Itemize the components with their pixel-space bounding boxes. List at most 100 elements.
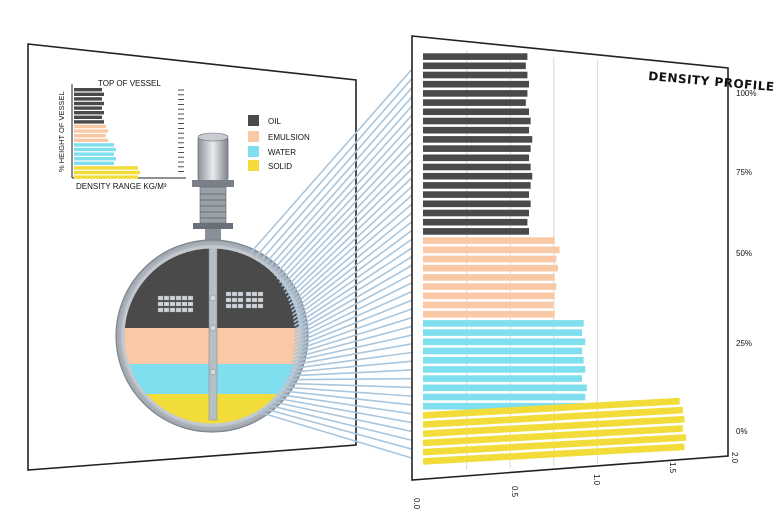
connector-line: [283, 148, 424, 291]
sensor-cell: [157, 307, 164, 313]
bar-emulsion-8: [423, 310, 555, 318]
bar-water-2: [423, 338, 586, 346]
instrument-housing: [199, 186, 227, 224]
connector-line: [270, 400, 424, 435]
sensor-cell: [237, 297, 244, 303]
connector-line: [284, 377, 424, 381]
mini-chart-ticks: [178, 89, 184, 173]
mini-bar-water: [74, 147, 116, 152]
mini-bar-solid: [74, 170, 140, 175]
sensor-cell: [225, 303, 232, 309]
bar-solid-5: [422, 443, 685, 465]
bar-water-8: [423, 393, 586, 401]
bar-oil-16: [423, 200, 531, 208]
bar-solid-1: [422, 406, 684, 428]
connector-line: [294, 249, 424, 331]
connector-line: [267, 92, 424, 269]
bar-oil-15: [423, 191, 530, 198]
bar-emulsion-7: [423, 301, 554, 309]
sensor-cell: [181, 301, 188, 307]
sensor-cell: [225, 297, 232, 303]
bar-oil-5: [423, 99, 526, 106]
sensor-cell: [237, 303, 244, 309]
sensor-cell: [257, 291, 264, 297]
connector-line: [289, 350, 424, 370]
sensor-cell: [257, 303, 264, 309]
sensor-cell: [169, 307, 176, 313]
mini-bar-oil: [74, 120, 104, 124]
connector-line: [283, 382, 424, 389]
sensor-grids: [157, 291, 264, 313]
connector-line: [294, 276, 424, 341]
mini-bar-oil: [74, 101, 104, 106]
connector-line: [266, 404, 424, 444]
bar-oil-14: [423, 182, 531, 189]
connector-line: [276, 120, 424, 280]
connector-line: [280, 386, 424, 398]
bar-water-6: [423, 375, 583, 382]
bar-solid-2: [422, 415, 685, 438]
connector-line: [287, 359, 424, 374]
sensor-cell: [163, 307, 170, 313]
mini-bar-water: [74, 143, 114, 147]
connector-line: [287, 175, 424, 302]
sensor-cell: [181, 295, 188, 301]
legend-swatch-emulsion: [248, 131, 259, 142]
bar-oil-19: [423, 228, 530, 235]
legend-label-emulsion: EMULSION: [268, 133, 310, 142]
mini-bar-oil: [74, 92, 104, 96]
left-panel: TOP OF VESSEL % HEIGHT OF VESSEL DENSITY…: [27, 43, 357, 471]
bar-water-5: [423, 366, 586, 373]
sensor-cell: [175, 295, 182, 301]
connector-line: [281, 138, 424, 287]
connector-line: [273, 111, 424, 277]
connector-line: [290, 341, 424, 367]
instrument-head: [197, 135, 229, 183]
vessel-cross-section: [115, 239, 309, 433]
connector-lines: [248, 56, 424, 463]
y-tick-label: 100%: [736, 89, 756, 98]
mini-density-chart: TOP OF VESSEL % HEIGHT OF VESSEL DENSITY…: [57, 79, 186, 191]
mini-bar-oil: [74, 88, 102, 92]
mini-bar-water: [74, 161, 114, 165]
legend-label-water: WATER: [268, 148, 296, 157]
bar-water-3: [423, 347, 583, 355]
bar-emulsion-4: [423, 274, 555, 281]
bar-oil-8: [423, 126, 530, 134]
bar-water-7: [423, 384, 587, 392]
mini-bar-water: [74, 152, 114, 156]
x-tick-label: 1.5: [668, 462, 677, 474]
bar-emulsion-1: [423, 246, 560, 254]
bar-emulsion-5: [423, 283, 557, 290]
connector-line: [294, 258, 424, 334]
connector-line: [292, 322, 424, 359]
mini-chart-bars: [74, 88, 140, 179]
connector-line: [294, 285, 424, 345]
y-tick-label: 25%: [736, 339, 752, 348]
connector-line: [292, 313, 424, 356]
bar-oil-7: [423, 117, 531, 125]
connector-line: [291, 203, 424, 313]
connector-line: [259, 74, 424, 262]
legend-swatch-oil: [248, 115, 259, 126]
sensor-cell: [157, 301, 164, 307]
connector-line: [292, 212, 424, 316]
connector-line: [248, 56, 424, 255]
sensor-cell: [175, 307, 182, 313]
connector-line: [293, 295, 424, 349]
chart-x-tick-labels: 0.00.51.01.52.0: [412, 452, 739, 510]
sensor-cell: [251, 297, 258, 303]
connector-line: [293, 239, 424, 327]
bar-solid-4: [422, 434, 687, 456]
connector-line: [290, 193, 424, 309]
connector-line: [270, 102, 424, 273]
bar-oil-10: [423, 145, 531, 152]
bar-oil-6: [423, 108, 530, 116]
sensor-cell: [225, 291, 232, 297]
bar-water-4: [423, 356, 584, 364]
bar-oil-18: [423, 218, 528, 226]
probe-rod: [208, 247, 218, 421]
sensor-cell: [181, 307, 188, 313]
sensor-cell: [245, 297, 252, 303]
